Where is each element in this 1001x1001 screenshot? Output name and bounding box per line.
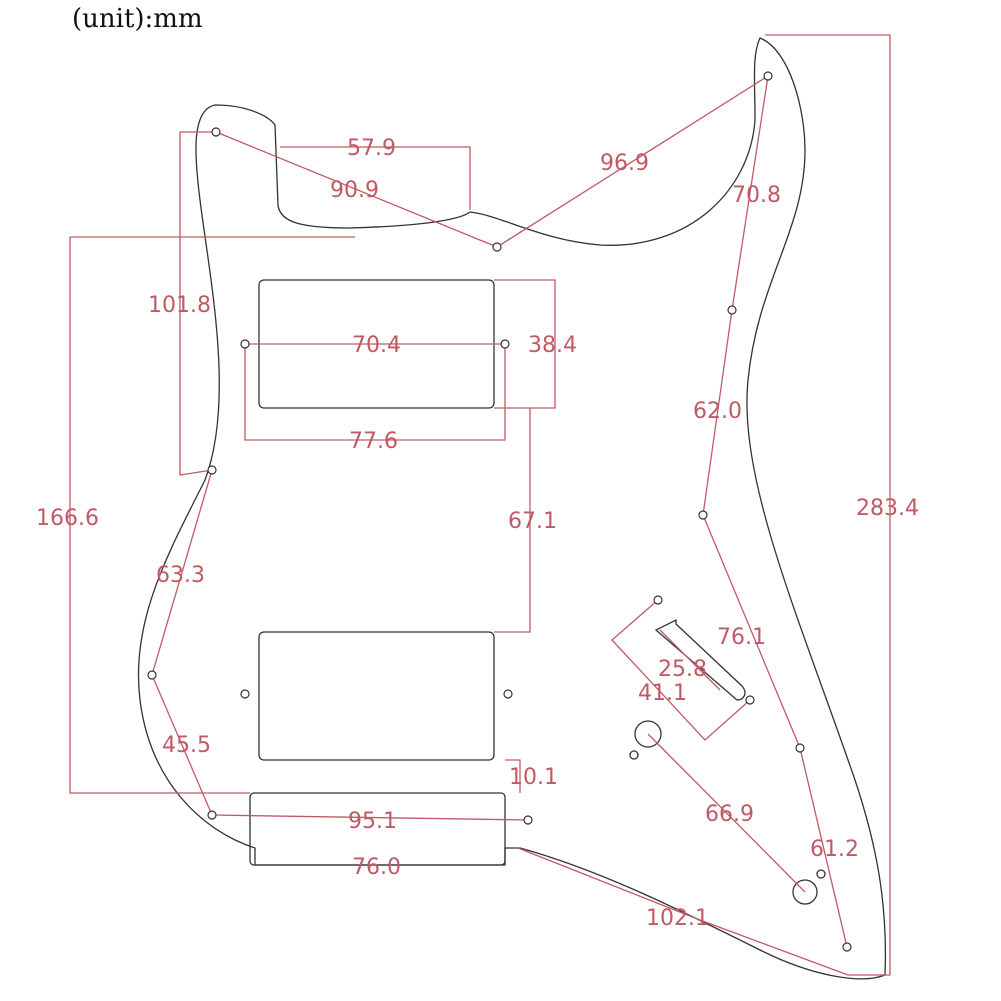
dim-label: 95.1 <box>348 809 397 834</box>
dim-label: 77.6 <box>349 429 398 454</box>
dim-label: 76.0 <box>352 855 401 880</box>
mounting-holes <box>147 71 852 952</box>
dim-label: 63.3 <box>156 563 205 588</box>
dim-label: 62.0 <box>693 399 742 424</box>
dim-label: 67.1 <box>508 509 557 534</box>
pickguard-outline <box>137 37 887 980</box>
dim-label: 61.2 <box>810 837 859 862</box>
dim-label: 70.4 <box>352 333 401 358</box>
jack-hole <box>792 879 818 905</box>
bridge-rectangle <box>249 792 506 866</box>
small-hole <box>629 750 639 760</box>
dim-label: 101.8 <box>148 293 211 318</box>
dim-label: 166.6 <box>36 506 99 531</box>
dim-label: 70.8 <box>732 183 781 208</box>
dim-label: 90.9 <box>330 178 379 203</box>
dim-label: 66.9 <box>705 802 754 827</box>
dim-label: 57.9 <box>347 136 396 161</box>
unit-label: (unit):mm <box>72 4 203 34</box>
dim-label: 10.1 <box>509 765 558 790</box>
dim-label: 283.4 <box>856 496 919 521</box>
dim-label: 41.1 <box>638 681 687 706</box>
dim-label: 96.9 <box>600 151 649 176</box>
small-hole <box>816 869 826 879</box>
dim-label: 45.5 <box>162 733 211 758</box>
knob-hole <box>634 720 662 748</box>
bridge-pickup-cutout <box>258 631 495 761</box>
dim-label: 76.1 <box>717 625 766 650</box>
dim-label: 38.4 <box>528 333 577 358</box>
dim-label: 102.1 <box>646 906 709 931</box>
dim-label: 25.8 <box>658 657 707 682</box>
